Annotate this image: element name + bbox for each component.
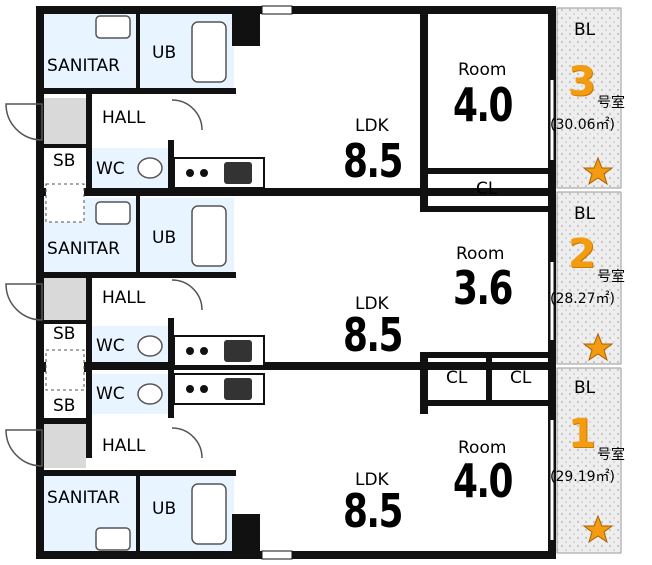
bathtub-2 [191, 205, 227, 267]
room-label-1: Room [458, 438, 507, 458]
sanitar-label-3: SANITAR [47, 56, 120, 76]
ldk-size-1: 8.5 [343, 484, 403, 538]
cl-label-2a: CL [446, 368, 468, 388]
entry-floor-1 [42, 424, 86, 468]
balcony-3 [556, 7, 622, 189]
cl-label-2b: CL [510, 368, 532, 388]
sb-label-2b: SB [53, 396, 76, 416]
area-label-1: (29.19㎡) [550, 469, 616, 485]
ldk-label-2: LDK [355, 294, 389, 314]
kitchen-3 [173, 157, 265, 189]
shoebox-3 [45, 183, 85, 223]
sanitar-label-2: SANITAR [47, 239, 120, 259]
shoebox-2 [45, 349, 85, 391]
window-top [261, 5, 293, 15]
hall-label-2: HALL [102, 288, 146, 308]
hall-door-2 [171, 279, 203, 311]
gou-label-1: 号室 [597, 447, 625, 463]
toilet-3 [137, 157, 163, 179]
wc-label-2a: WC [96, 336, 125, 356]
gou-label-3: 号室 [597, 95, 625, 111]
ub-label-2: UB [152, 228, 177, 248]
balcony-1 [556, 367, 622, 554]
entry-door-1 [5, 429, 43, 467]
kitchen-1 [173, 373, 265, 405]
room-number-1: 1 [568, 411, 596, 457]
ldk-label-3: LDK [355, 116, 389, 136]
window-bottom [261, 550, 293, 560]
sb-label-3: SB [53, 151, 76, 171]
area-label-3: (30.06㎡) [550, 117, 616, 133]
entry-door-2 [5, 283, 43, 321]
ldk-size-3: 8.5 [343, 134, 403, 188]
hall-label-3: HALL [102, 108, 146, 128]
bl-label-2: BL [574, 204, 596, 224]
walls [36, 6, 556, 559]
ub-label-1: UB [152, 499, 177, 519]
toilet-2a [137, 335, 163, 357]
room-number-3: 3 [568, 59, 596, 105]
bl-label-1: BL [574, 378, 596, 398]
sink-1 [95, 527, 131, 551]
sink-3 [95, 15, 131, 39]
room-size-3: 4.0 [453, 78, 513, 132]
toilet-2b [137, 383, 163, 405]
sb-label-2a: SB [53, 324, 76, 344]
kitchen-2 [173, 335, 265, 367]
ub-label-3: UB [152, 43, 177, 63]
ldk-label-1: LDK [355, 470, 389, 490]
gou-label-2: 号室 [597, 269, 625, 285]
star-3 [582, 156, 614, 186]
star-2 [582, 332, 614, 362]
area-label-2: (28.27㎡) [550, 291, 616, 307]
ldk-size-2: 8.5 [343, 308, 403, 362]
hall-door-3 [171, 99, 203, 131]
hall-door-1 [171, 427, 203, 459]
entry-floor-3 [42, 98, 86, 144]
wc-label-3: WC [96, 159, 125, 179]
bathtub-3 [191, 21, 227, 83]
room-label-3: Room [458, 60, 507, 80]
sanitar-label-1: SANITAR [47, 488, 120, 508]
room-size-2: 3.6 [453, 261, 513, 315]
entry-floor-2 [42, 278, 86, 320]
star-1 [582, 514, 614, 544]
bathtub-1 [191, 483, 227, 545]
cl-label-3: CL [476, 179, 498, 199]
room-size-1: 4.0 [453, 454, 513, 508]
bl-label-3: BL [574, 20, 596, 40]
room-number-2: 2 [568, 231, 596, 277]
wc-label-2b: WC [96, 384, 125, 404]
sink-2 [95, 201, 131, 225]
room-label-2: Room [456, 244, 505, 264]
balcony-2 [556, 191, 622, 365]
entry-door-3 [5, 103, 43, 141]
hall-label-1: HALL [102, 436, 146, 456]
